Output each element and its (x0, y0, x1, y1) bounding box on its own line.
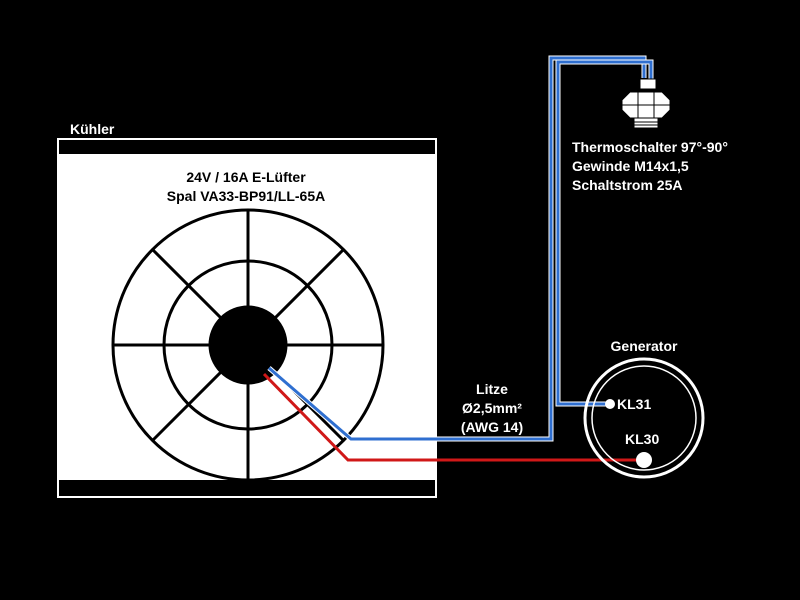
cable-label-line2: Ø2,5mm² (462, 400, 522, 416)
generator-outer-ring (583, 357, 705, 479)
thermo-switch-line1: Thermoschalter 97°-90° (572, 139, 728, 155)
radiator-top-bar (59, 140, 435, 154)
wires (262, 55, 654, 462)
wire-red (262, 372, 644, 462)
generator (583, 357, 705, 479)
fan (111, 208, 385, 482)
terminal-kl31-dot (605, 399, 615, 409)
thermo-switch-line2: Gewinde M14x1,5 (572, 158, 689, 174)
fan-title-line2: Spal VA33-BP91/LL-65A (167, 188, 325, 204)
radiator-label: Kühler (70, 121, 115, 137)
cable-label-line1: Litze (476, 381, 508, 397)
generator-inner-ring (591, 365, 697, 471)
generator-label: Generator (611, 338, 678, 354)
terminal-kl30-label: KL30 (625, 431, 659, 447)
fan-title-line1: 24V / 16A E-Lüfter (186, 169, 306, 185)
thermo-switch-line3: Schaltstrom 25A (572, 177, 682, 193)
terminal-kl31-label: KL31 (617, 396, 651, 412)
fan-hub (208, 305, 288, 385)
radiator-bottom-bar (59, 480, 435, 496)
wire-blue-return (556, 60, 653, 406)
thermo-switch-icon (621, 78, 671, 129)
terminal-kl30-dot (636, 452, 652, 468)
cable-label-line3: (AWG 14) (461, 419, 523, 435)
